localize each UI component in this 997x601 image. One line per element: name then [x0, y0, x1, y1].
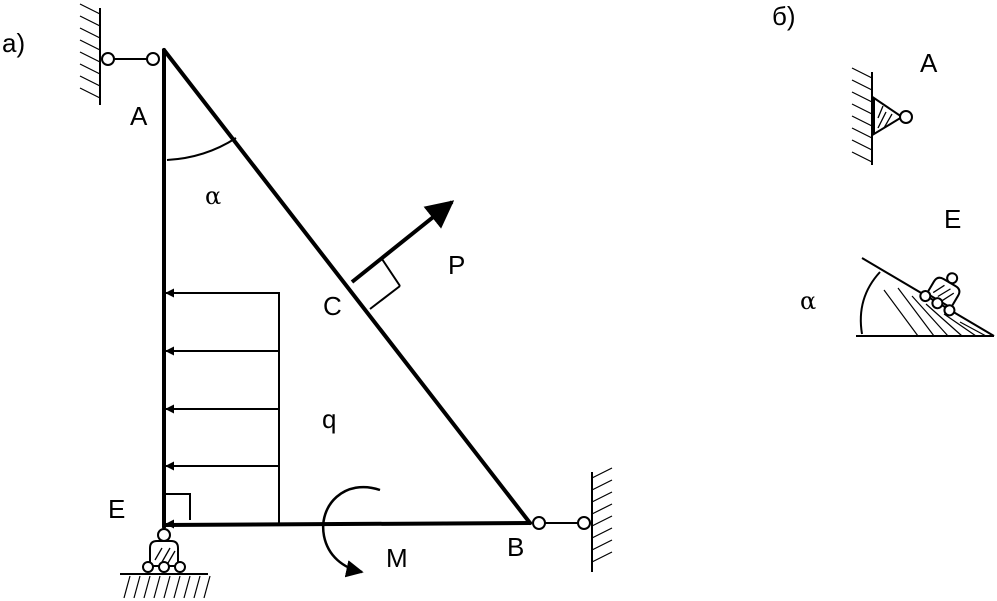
moment-m [321, 485, 381, 578]
inset-incline-e [856, 257, 995, 337]
angle-alpha-arc [166, 137, 237, 161]
label-alpha: α [205, 182, 221, 210]
distributed-load-q [165, 288, 280, 529]
part-a-label: а) [2, 28, 25, 58]
label-m: M [386, 543, 408, 573]
label-e: E [108, 494, 125, 524]
wall-support-a [79, 3, 101, 105]
force-p [350, 200, 455, 310]
label-a: A [130, 101, 148, 131]
inset-label-a: A [920, 48, 938, 78]
inset-hinge-a [851, 67, 913, 165]
rod-link-b [532, 516, 591, 530]
triangle-frame [162, 48, 532, 529]
right-angle-e [166, 493, 191, 520]
roller-support-e [142, 528, 186, 573]
label-c: C [323, 291, 342, 321]
label-p: P [448, 250, 465, 280]
ground-hatch [120, 573, 211, 599]
inset-label-e: E [944, 204, 961, 234]
part-b-label: б) [772, 1, 796, 31]
inset-label-alpha: α [800, 287, 816, 315]
rod-link-a [101, 52, 160, 66]
label-q: q [322, 404, 336, 434]
wall-support-b [591, 467, 613, 572]
label-b: B [507, 532, 524, 562]
